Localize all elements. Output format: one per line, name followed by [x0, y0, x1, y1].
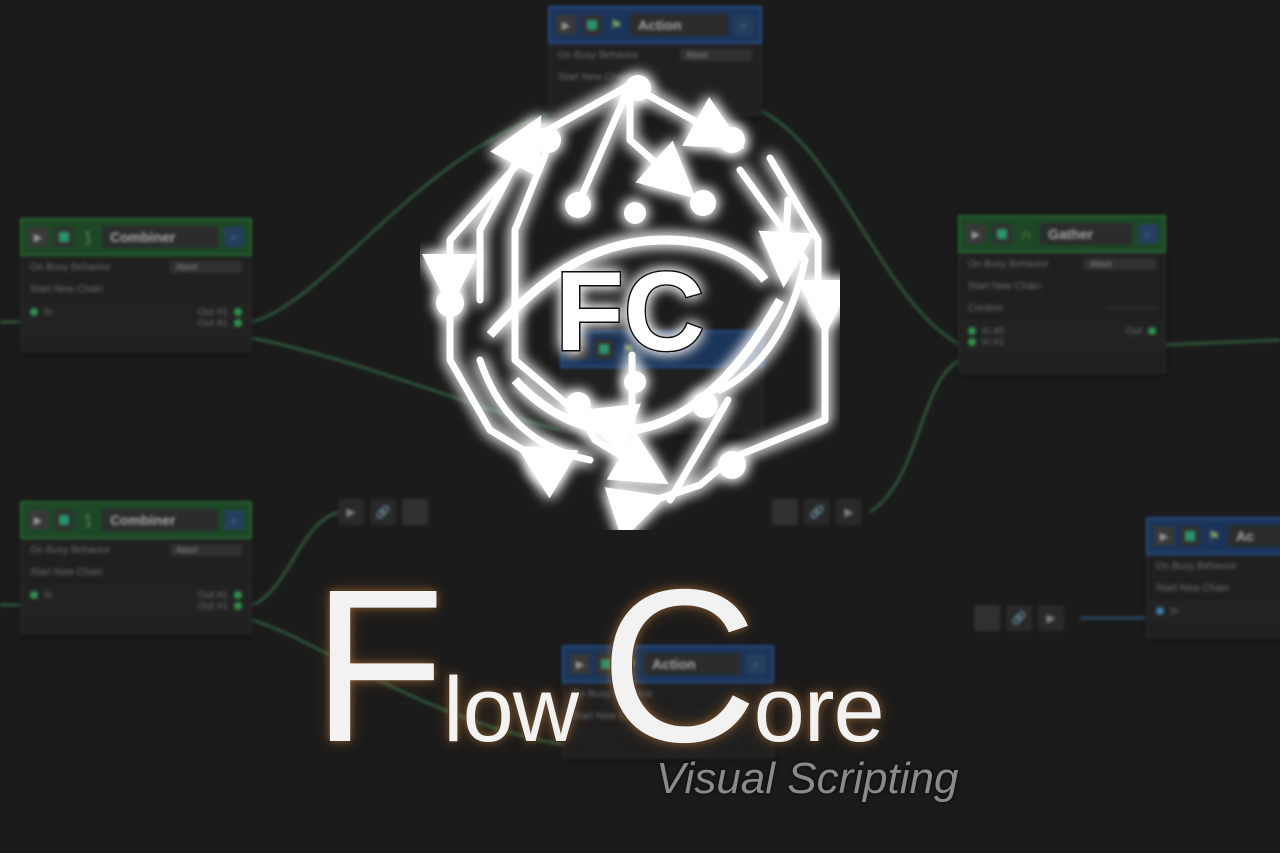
- stop-icon[interactable]: [1180, 526, 1200, 546]
- title-word-ore: ore: [753, 658, 886, 762]
- gather-icon: ∩: [1020, 226, 1032, 242]
- play-icon[interactable]: ▶: [28, 510, 48, 530]
- logo-letters: FC: [555, 249, 704, 374]
- subtitle: Visual Scripting: [656, 754, 959, 803]
- stop-icon[interactable]: [594, 339, 614, 359]
- play-icon[interactable]: ▶: [568, 339, 588, 359]
- node-property: Start New Chain: [572, 710, 645, 722]
- node-title: Action: [630, 14, 728, 36]
- play-icon[interactable]: ▶: [966, 224, 986, 244]
- mini-toolbar-center: 🔗 ▶: [772, 499, 862, 525]
- link-icon[interactable]: 🔗: [370, 499, 396, 525]
- node-property: On Busy Behavior: [572, 688, 653, 700]
- stop-icon[interactable]: [54, 227, 74, 247]
- node-property: On Busy Behavior: [1156, 560, 1237, 572]
- output-port[interactable]: [234, 308, 242, 317]
- node-ports: In: [1148, 599, 1280, 623]
- combine-icon: ⟆: [85, 228, 91, 245]
- search-icon[interactable]: ⌕: [734, 15, 754, 35]
- search-icon[interactable]: ⌕: [1138, 224, 1158, 244]
- stop-icon[interactable]: [54, 510, 74, 530]
- play-icon[interactable]: ▶: [836, 499, 862, 525]
- node-property: Start New Chain: [558, 71, 631, 83]
- node-property: Start New Chain: [30, 283, 103, 295]
- title-word-low: low: [442, 658, 580, 762]
- title-letter-C: C: [599, 545, 758, 788]
- blank-slot[interactable]: [402, 499, 428, 525]
- context-select[interactable]: [1108, 307, 1156, 309]
- search-icon[interactable]: ⌕: [746, 654, 766, 674]
- stop-icon[interactable]: [582, 15, 602, 35]
- blank-slot[interactable]: [772, 499, 798, 525]
- walker-icon: ⚑: [623, 655, 637, 672]
- on-busy-select[interactable]: Abort: [1084, 258, 1156, 270]
- stop-icon[interactable]: [596, 654, 616, 674]
- stop-icon[interactable]: [992, 224, 1012, 244]
- combine-icon: ⟆: [85, 511, 91, 528]
- on-busy-select[interactable]: Abort: [170, 261, 242, 273]
- mini-toolbar-left: ▶ 🔗: [338, 499, 428, 525]
- node-title: Ac: [1228, 525, 1280, 547]
- flowcore-logo-icon: FC: [422, 75, 840, 530]
- node-title: Combiner: [102, 226, 218, 248]
- output-port[interactable]: [234, 602, 242, 611]
- play-icon[interactable]: ▶: [570, 654, 590, 674]
- search-icon[interactable]: ⌕: [224, 227, 244, 247]
- link-icon[interactable]: 🔗: [1006, 605, 1032, 631]
- node-property: Context: [960, 297, 1164, 319]
- output-port[interactable]: [234, 319, 242, 328]
- node-property: Start New Chain: [1156, 582, 1229, 594]
- node-property: Start New Chain: [968, 280, 1041, 292]
- output-port[interactable]: [1148, 327, 1156, 336]
- play-icon[interactable]: ▶: [28, 227, 48, 247]
- search-icon[interactable]: ⌕: [224, 510, 244, 530]
- play-icon[interactable]: ▶: [1154, 526, 1174, 546]
- action-node-bottom[interactable]: ▶ ⚑ Action ⌕ On Busy Behavior Start New …: [562, 645, 774, 759]
- play-icon[interactable]: ▶: [556, 15, 576, 35]
- link-icon[interactable]: 🔗: [804, 499, 830, 525]
- on-busy-select[interactable]: Abort: [680, 49, 752, 61]
- node-title: Gather: [1040, 223, 1132, 245]
- on-busy-select[interactable]: Abort: [170, 544, 242, 556]
- input-port[interactable]: [30, 591, 38, 600]
- output-port[interactable]: [234, 591, 242, 600]
- action-node-right[interactable]: ▶ ⚑ Ac On Busy Behavior Start New Chain …: [1146, 517, 1280, 639]
- walker-icon: ⚑: [609, 16, 623, 33]
- node-title: Combiner: [102, 509, 218, 531]
- node-title: Action: [644, 653, 740, 675]
- title-letter-F: F: [311, 545, 446, 788]
- play-icon[interactable]: ▶: [338, 499, 364, 525]
- node-property: Start New Chain: [30, 566, 103, 578]
- mini-toolbar-right: 🔗 ▶: [974, 605, 1064, 631]
- input-port[interactable]: [968, 338, 976, 347]
- play-icon[interactable]: ▶: [1038, 605, 1064, 631]
- input-port[interactable]: [30, 308, 38, 317]
- input-port[interactable]: [1156, 607, 1164, 616]
- input-port[interactable]: [968, 327, 976, 336]
- walker-icon: ⚑: [1207, 527, 1221, 544]
- blank-slot[interactable]: [974, 605, 1000, 631]
